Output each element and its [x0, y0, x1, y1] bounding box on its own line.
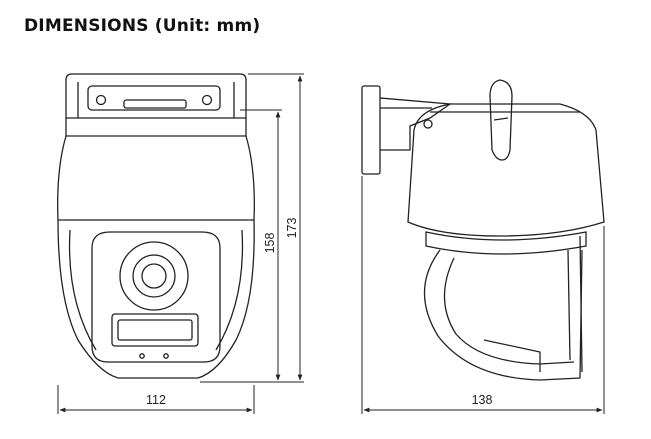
- side-upper-housing: [407, 103, 605, 237]
- side-mount-arm: [379, 97, 452, 151]
- side-dimension-lines: [361, 176, 605, 414]
- page-title: DIMENSIONS (Unit: mm): [24, 16, 261, 36]
- front-face-plate: [91, 231, 221, 363]
- front-lower-body: [57, 219, 255, 379]
- side-antenna: [489, 79, 513, 161]
- front-mount-bracket: [65, 73, 247, 118]
- front-view: [57, 73, 255, 379]
- side-wall-plate: [361, 85, 381, 175]
- front-total-height-label: 173: [285, 218, 299, 239]
- side-lower-yoke: [423, 249, 583, 381]
- front-top-ring: [65, 117, 247, 137]
- front-lens-outer: [119, 241, 189, 311]
- front-lens-inner: [132, 254, 176, 298]
- front-dimension-lines: [57, 73, 304, 414]
- front-upper-dome: [57, 135, 255, 221]
- side-depth-label: 138: [472, 393, 493, 407]
- front-width-label: 112: [146, 393, 166, 407]
- front-body-height-label: 158: [263, 233, 277, 254]
- side-view: [361, 79, 605, 381]
- front-ir-window: [111, 313, 199, 347]
